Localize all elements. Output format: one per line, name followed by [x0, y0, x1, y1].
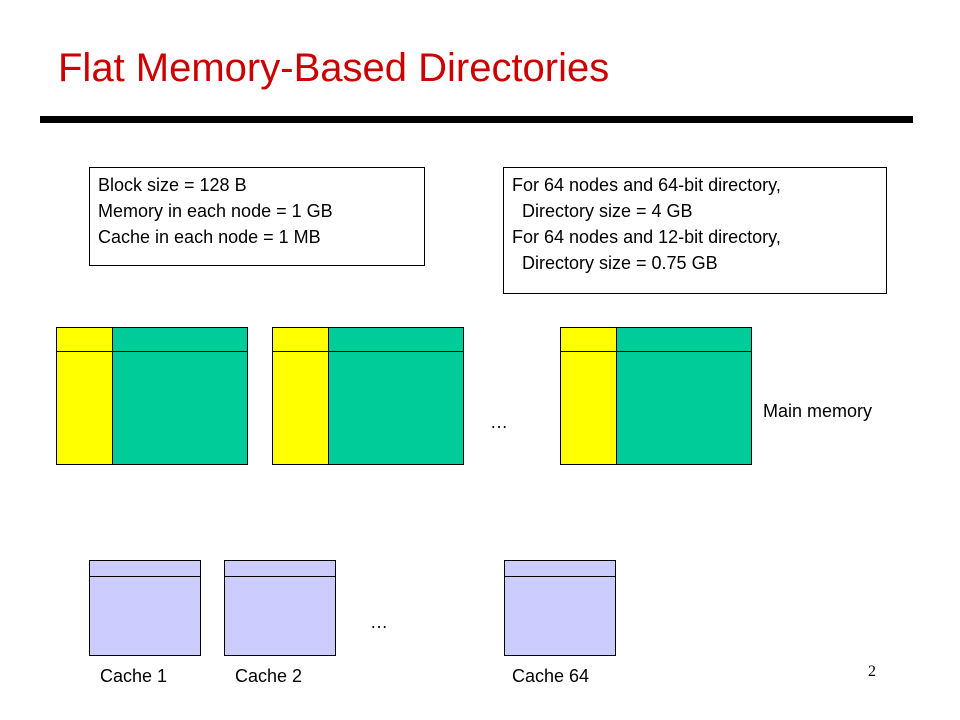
memory-node-1: [56, 327, 248, 465]
cache-2-label: Cache 2: [235, 666, 303, 686]
memory-per-node-line: Memory in each node = 1 GB: [98, 201, 333, 221]
memory-block-divider: [561, 351, 751, 352]
memory-ellipsis: …: [490, 412, 508, 432]
cache-node-64: [504, 560, 616, 656]
cache-node-1: [89, 560, 201, 656]
memory-block-divider: [273, 351, 463, 352]
cache-ellipsis: …: [370, 612, 388, 632]
directory-12bit-size-line: Directory size = 0.75 GB: [512, 253, 718, 273]
memory-block-divider: [57, 351, 247, 352]
directory-64bit-line: For 64 nodes and 64-bit directory,: [512, 175, 781, 195]
memory-node-2: [272, 327, 464, 465]
cache-line-divider: [90, 576, 200, 577]
cache-line-divider: [505, 576, 615, 577]
directory-bits-column: [273, 328, 329, 464]
memory-parameters-box: Block size = 128 B Memory in each node =…: [89, 167, 425, 266]
slide-title: Flat Memory-Based Directories: [58, 46, 610, 90]
cache-line-divider: [225, 576, 335, 577]
directory-size-box: For 64 nodes and 64-bit directory, Direc…: [503, 167, 887, 294]
page-number: 2: [868, 663, 876, 680]
block-size-line: Block size = 128 B: [98, 175, 247, 195]
memory-node-64: [560, 327, 752, 465]
cache-per-node-line: Cache in each node = 1 MB: [98, 227, 321, 247]
directory-bits-column: [57, 328, 113, 464]
cache-64-label: Cache 64: [512, 666, 590, 686]
cache-1-label: Cache 1: [100, 666, 168, 686]
directory-bits-column: [561, 328, 617, 464]
title-divider: [40, 116, 913, 123]
main-memory-label: Main memory: [763, 401, 873, 421]
directory-64bit-size-line: Directory size = 4 GB: [512, 201, 693, 221]
directory-12bit-line: For 64 nodes and 12-bit directory,: [512, 227, 781, 247]
cache-node-2: [224, 560, 336, 656]
